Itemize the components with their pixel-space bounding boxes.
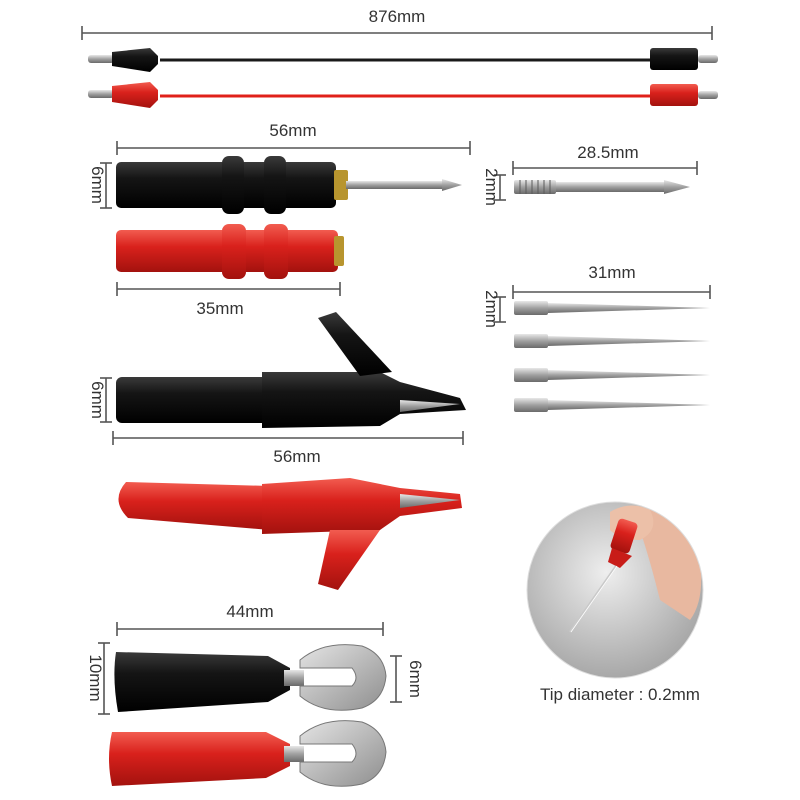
needle-length-label: 31mm [588,263,635,282]
black-spade-lug [114,644,387,712]
needle-diameter-label: 2mm [482,290,501,328]
needle-3 [514,368,710,382]
tip-closeup-photo [526,501,704,679]
tip-length-label: 28.5mm [577,143,638,162]
clip-diameter-dimension: 6mm [88,377,112,423]
spade-diameter-label: 10mm [86,654,105,701]
spade-dimension: 44mm 10mm 6mm [86,602,425,715]
socket-dimension: 35mm [116,282,341,318]
probe-length-label: 56mm [269,121,316,140]
needle-1 [514,301,710,315]
spade-length-label: 44mm [226,602,273,621]
test-tip [514,180,690,194]
spade-gap-label: 6mm [406,660,425,698]
lead-dimension: 876mm [81,7,713,40]
probe-diameter-label: 6mm [88,166,107,204]
needle-2 [514,334,710,348]
clip-diameter-label: 6mm [88,381,107,419]
tip-diameter-caption: Tip diameter : 0.2mm [540,685,700,704]
needle-dimension: 31mm 2mm [482,263,711,328]
black-probe [116,156,462,214]
black-test-lead [88,48,718,72]
red-test-lead [88,82,718,108]
clip-length-dimension: 56mm [112,431,464,466]
tip-dimension: 28.5mm 2mm [482,143,698,206]
socket-length-label: 35mm [196,299,243,318]
clip-length-label: 56mm [273,447,320,466]
probe-dimension: 56mm 6mm [88,121,471,209]
red-socket [116,224,344,279]
tip-diameter-label: 2mm [482,168,501,206]
lead-length-label: 876mm [369,7,426,26]
needle-4 [514,398,710,412]
needle-set [514,301,710,412]
black-alligator-clip [116,312,466,428]
red-spade-lug [109,720,387,787]
red-alligator-clip [118,478,462,590]
